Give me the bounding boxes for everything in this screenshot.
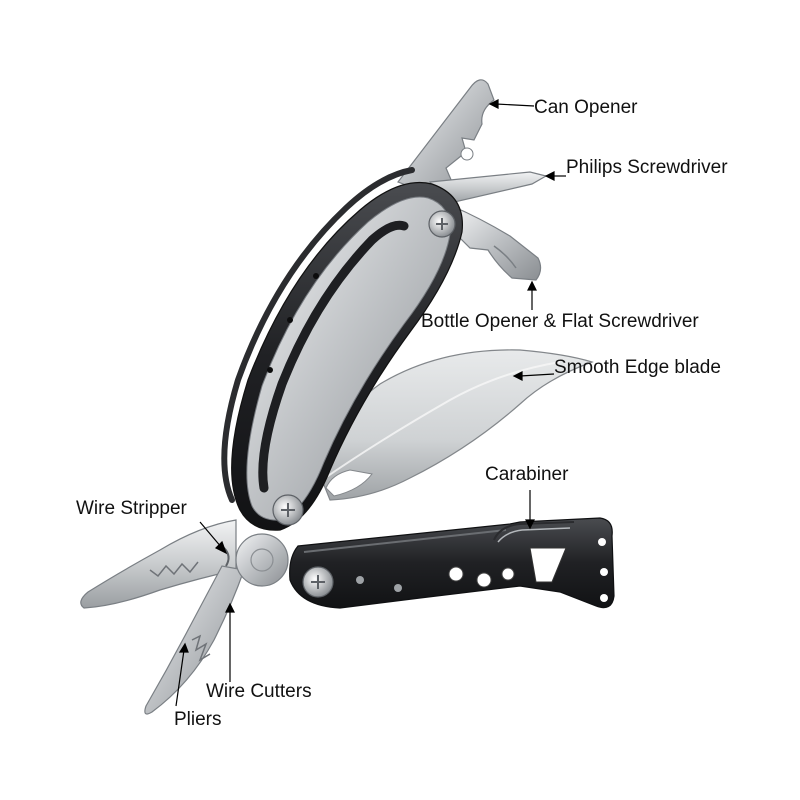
leader-wire-stripper	[199, 521, 228, 555]
pliers-jaws	[80, 519, 289, 715]
leader-wire-cutters	[225, 602, 235, 682]
label-philips-screwdriver: Philips Screwdriver	[566, 157, 728, 178]
label-smooth-edge-blade: Smooth Edge blade	[554, 357, 721, 378]
leader-pliers	[175, 642, 189, 707]
bottom-pivot-screw	[272, 494, 304, 526]
carabiner-handle	[289, 517, 615, 609]
bottle-opener-flat-screwdriver-tool	[451, 205, 542, 281]
leader-carabiner	[525, 490, 535, 530]
label-wire-stripper: Wire Stripper	[76, 498, 187, 519]
leader-lines	[175, 99, 566, 707]
leader-bottle-opener	[527, 280, 537, 310]
label-carabiner: Carabiner	[485, 464, 569, 485]
can-opener-tool	[397, 79, 495, 195]
leader-smooth-edge-blade	[512, 371, 555, 381]
smooth-edge-blade-tool	[317, 349, 594, 501]
top-pivot-screw	[428, 210, 456, 238]
leader-philips-screwdriver	[544, 171, 566, 181]
leader-can-opener	[488, 99, 535, 109]
main-handle	[221, 167, 464, 531]
label-bottle-opener-flat-screwdriver: Bottle Opener & Flat Screwdriver	[421, 311, 699, 332]
label-wire-cutters: Wire Cutters	[206, 681, 312, 702]
handle-screw	[302, 566, 334, 598]
label-can-opener: Can Opener	[534, 97, 638, 118]
label-pliers: Pliers	[174, 709, 222, 730]
